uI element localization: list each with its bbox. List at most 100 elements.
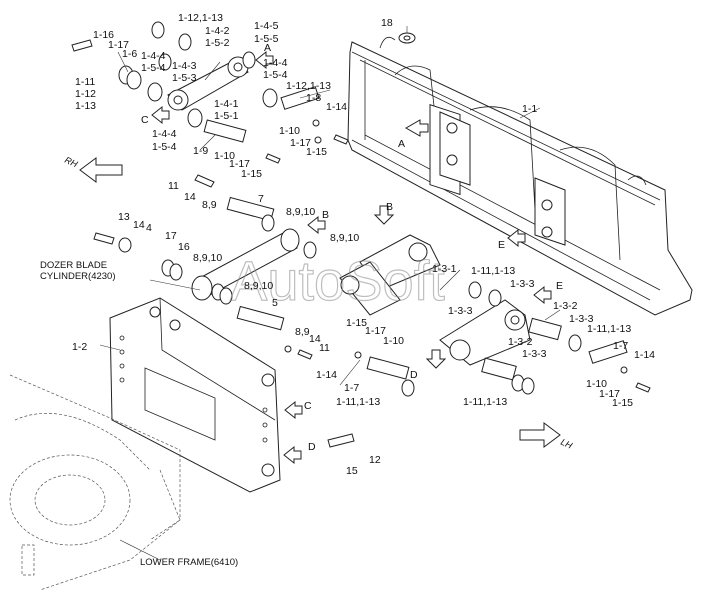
callout-1-12-1-13: 1-12,1-13 bbox=[178, 12, 223, 24]
callout-1-7: 1-7 bbox=[344, 382, 359, 394]
callout-1-17: 1-17 bbox=[229, 158, 250, 170]
callout-1-14: 1-14 bbox=[634, 349, 655, 361]
dozer-blade-cylinder bbox=[191, 228, 300, 301]
callout-1-12-1-13: 1-12,1-13 bbox=[286, 80, 331, 92]
callout-1-15: 1-15 bbox=[306, 146, 327, 158]
callout-1-5-5: 1-5-5 bbox=[254, 33, 279, 45]
link-arm-1-3 bbox=[439, 299, 531, 366]
callout-4: 4 bbox=[146, 222, 152, 234]
view-letter-d: D bbox=[308, 441, 316, 453]
callout-6: 7 bbox=[258, 193, 264, 205]
callout-11: 11 bbox=[168, 180, 179, 192]
callout-1-4-4: 1-4-4 bbox=[152, 128, 177, 140]
direction-lh: LH bbox=[559, 437, 574, 451]
callout-1-15: 1-15 bbox=[346, 317, 367, 329]
callout-1-4-5: 1-4-5 bbox=[254, 20, 279, 32]
lifting-eye-18 bbox=[398, 32, 416, 44]
callout-7: 8,9 bbox=[202, 199, 217, 211]
callout-8-9: 8,9,10 bbox=[330, 232, 359, 244]
callout-1-15: 1-15 bbox=[612, 397, 633, 409]
callout-1-3-3: 1-3-3 bbox=[448, 305, 473, 317]
direction-rh: RH bbox=[63, 155, 79, 170]
callout-1-8: 1-8 bbox=[306, 92, 321, 104]
callout-5: 5 bbox=[272, 297, 278, 309]
view-letters: A A B B C C D D E E bbox=[141, 42, 563, 453]
callout-1-10: 1-10 bbox=[214, 150, 235, 162]
callout-1-7: 1-7 bbox=[613, 340, 628, 352]
callout-1-17: 1-17 bbox=[290, 137, 311, 149]
caption-dozer-blade-cylinder-2: CYLINDER(4230) bbox=[40, 271, 116, 282]
leader-lines bbox=[99, 26, 561, 561]
callout-11: 11 bbox=[319, 342, 330, 354]
callout-8-9: 8,9,10 bbox=[286, 206, 315, 218]
view-letter-c: C bbox=[141, 114, 149, 126]
callout-8-9-10: 8,9,10 bbox=[244, 280, 273, 292]
view-letter-a: A bbox=[264, 42, 271, 54]
callout-13: 12 bbox=[369, 454, 381, 466]
callout-7: 8,9 bbox=[295, 326, 310, 338]
callout-1-4-4: 1-4-4 bbox=[263, 57, 288, 69]
view-letter-e: E bbox=[556, 280, 563, 292]
callout-1-11-1-13: 1-11,1-13 bbox=[336, 396, 380, 408]
callout-1-4-2: 1-4-2 bbox=[205, 25, 230, 37]
rings-and-washers bbox=[118, 21, 582, 397]
view-arrows-icon bbox=[151, 50, 552, 465]
view-letter-b: B bbox=[386, 201, 393, 213]
callout-1-3-3: 1-3-3 bbox=[569, 313, 594, 325]
callout-1-2: 1-2 bbox=[72, 341, 87, 353]
callout-15: 15 bbox=[346, 465, 358, 477]
callout-1-14: 1-14 bbox=[326, 101, 347, 113]
callout-14: 14 bbox=[133, 219, 145, 231]
callout-1-12: 1-12 bbox=[75, 88, 96, 100]
lh-arrow-icon bbox=[519, 422, 561, 448]
callout-1-5-4: 1-5-4 bbox=[141, 62, 166, 74]
callout-1-9: 1-9 bbox=[193, 145, 208, 157]
callout-1-11: 1-11 bbox=[75, 76, 95, 88]
callout-1-17: 1-17 bbox=[365, 325, 386, 337]
callout-1-5-1: 1-5-1 bbox=[214, 110, 239, 122]
mounting-frame bbox=[109, 297, 281, 493]
callout-14: 14 bbox=[184, 191, 196, 203]
view-letter-b: B bbox=[322, 209, 329, 221]
callout-1-11-1-13: 1-11,1-13 bbox=[463, 396, 507, 408]
callout-12: 13 bbox=[118, 211, 130, 223]
view-letter-c: C bbox=[304, 400, 312, 412]
callout-1-10: 1-10 bbox=[279, 125, 300, 137]
dozer-blade bbox=[347, 36, 693, 316]
view-letter-d: D bbox=[410, 369, 418, 381]
callout-14: 14 bbox=[309, 333, 321, 345]
callout-1-6: 1-6 bbox=[122, 48, 137, 60]
callout-1-10: 1-10 bbox=[586, 378, 607, 390]
lower-frame bbox=[9, 374, 181, 591]
callout-1-11-1-13: 1-11,1-13 bbox=[587, 323, 631, 335]
center-link-b bbox=[339, 234, 441, 316]
callout-1-17: 1-17 bbox=[108, 39, 129, 51]
callout-17: 17 bbox=[165, 230, 177, 242]
callout-1-5-2: 1-5-2 bbox=[205, 37, 230, 49]
callout-1-5-4: 1-5-4 bbox=[152, 141, 177, 153]
rh-arrow-icon bbox=[79, 157, 123, 183]
callout-1-13: 1-13 bbox=[75, 100, 96, 112]
callout-1-17: 1-17 bbox=[599, 388, 620, 400]
caption-dozer-blade-cylinder-1: DOZER BLADE bbox=[40, 260, 107, 271]
callout-1-5-4: 1-5-4 bbox=[263, 69, 288, 81]
callout-1-3-2: 1-3-2 bbox=[508, 336, 533, 348]
callout-1-3-2: 1-3-2 bbox=[553, 300, 578, 312]
bolts bbox=[71, 39, 651, 448]
callout-8-9-10: 8,9,10 bbox=[193, 252, 222, 264]
callout-1-4-4: 1-4-4 bbox=[141, 50, 166, 62]
view-letter-a: A bbox=[398, 138, 405, 150]
callout-1-15: 1-15 bbox=[241, 168, 262, 180]
view-letter-e: E bbox=[498, 239, 505, 251]
callout-1-4-1: 1-4-1 bbox=[214, 98, 239, 110]
callout-1-14: 1-14 bbox=[316, 369, 337, 381]
part-callouts: 18 1-1 1-2 1-12,1-13 1-4-5 1-4-2 1-5-5 1… bbox=[72, 12, 655, 477]
watermark: AutoSoft bbox=[230, 249, 445, 312]
callout-1-16: 1-16 bbox=[93, 29, 114, 41]
callout-18: 18 bbox=[381, 17, 393, 29]
pins bbox=[203, 86, 628, 381]
callout-1-3-3: 1-3-3 bbox=[510, 278, 535, 290]
caption-lower-frame: LOWER FRAME(6410) bbox=[140, 557, 238, 568]
callout-1-11-1-13: 1-11,1-13 bbox=[471, 265, 515, 277]
